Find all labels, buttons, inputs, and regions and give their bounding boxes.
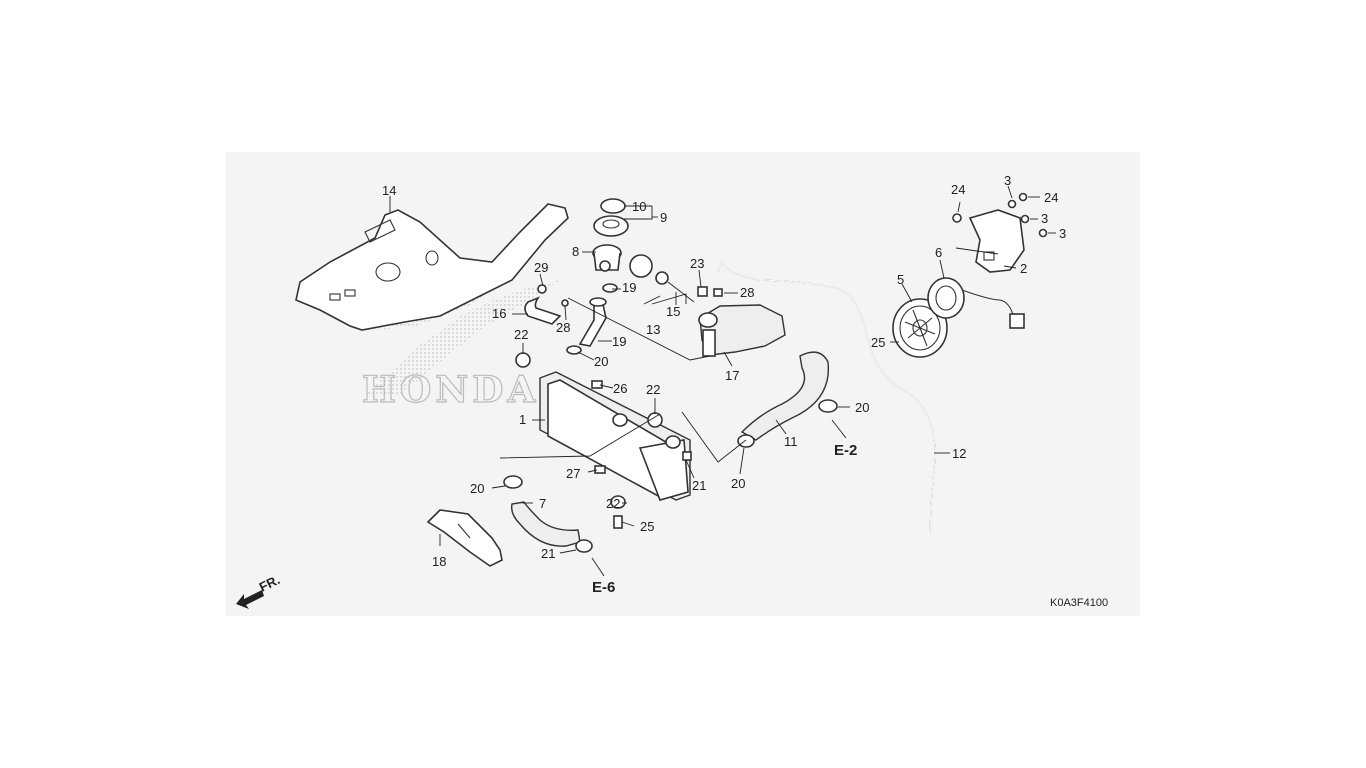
- fan-shroud-part: [968, 209, 1025, 273]
- callout-20-left: 20: [470, 481, 484, 496]
- callout-1: 1: [519, 412, 526, 427]
- reserve-tank-part: [698, 304, 786, 357]
- callout-21: 21: [692, 478, 706, 493]
- callout-4: 5: [897, 272, 904, 287]
- callout-28-right: 28: [740, 285, 754, 300]
- callout-15: 17: [725, 368, 739, 383]
- callout-27: 25: [640, 519, 654, 534]
- reserve-tank-cap-part: [629, 254, 695, 303]
- callout-2: 2: [1020, 261, 1027, 276]
- callout-23: 23: [690, 256, 704, 271]
- callout-18: 19: [612, 334, 626, 349]
- filler-neck-part: [592, 244, 622, 272]
- callout-14: 16: [492, 306, 506, 321]
- callout-16: 14: [382, 183, 396, 198]
- lower-radiator-hose-part: [503, 475, 626, 553]
- radiator-core-part: [515, 352, 692, 501]
- callout-13: 15: [666, 304, 680, 319]
- callout-10: 7: [539, 496, 546, 511]
- callout-20-bottom: 21: [541, 546, 555, 561]
- callout-12: 13: [646, 322, 660, 337]
- callout-24-right: 24: [1044, 190, 1058, 205]
- callout-20-right: 20: [855, 400, 869, 415]
- leader-lines: [389, 185, 1056, 577]
- callout-19-upper: 19: [622, 280, 636, 295]
- callout-3-right: 3: [1059, 226, 1066, 241]
- callout-6: 8: [572, 244, 579, 259]
- drawing-code: K0A3F4100: [1050, 597, 1108, 609]
- callout-26: 25: [871, 335, 885, 350]
- callout-11: 12: [952, 446, 966, 461]
- callout-28-left: 28: [556, 320, 570, 335]
- callout-labels: 14 10 9 8 29 19 23 28 15 13 16 28 22 19 …: [382, 173, 1066, 569]
- callout-9: 11: [784, 434, 798, 449]
- callout-22-upper: 22: [514, 327, 528, 342]
- small-hose-parts: [524, 283, 618, 355]
- radiator-cap-part: [593, 198, 629, 237]
- radiator-shroud-part: [295, 203, 569, 331]
- callout-5: 6: [935, 245, 942, 260]
- callout-25-lower: 27: [566, 466, 580, 481]
- fan-motor-part: [927, 277, 1025, 329]
- callout-22-middle: 22: [646, 382, 660, 397]
- callout-29: 29: [534, 260, 548, 275]
- callout-22-lower: 22: [606, 496, 620, 511]
- callout-19-lower: 20: [594, 354, 608, 369]
- honda-watermark-text: HONDA: [362, 369, 539, 411]
- front-direction-arrow-icon: FR.: [236, 572, 282, 609]
- radiator-bracket-part: [426, 509, 503, 567]
- section-ref-e2: E-2: [834, 442, 857, 459]
- callout-25-upper: 26: [613, 381, 627, 396]
- callout-3-top: 3: [1004, 173, 1011, 188]
- upper-radiator-hose-part: [737, 351, 838, 448]
- callout-17: 18: [432, 554, 446, 569]
- callout-8: 10: [632, 199, 646, 214]
- callout-24-left: 24: [951, 182, 965, 197]
- callout-3-middle: 3: [1041, 211, 1048, 226]
- callout-7: 9: [660, 210, 667, 225]
- section-ref-e6: E-6: [592, 579, 615, 596]
- callout-20-center: 20: [731, 476, 745, 491]
